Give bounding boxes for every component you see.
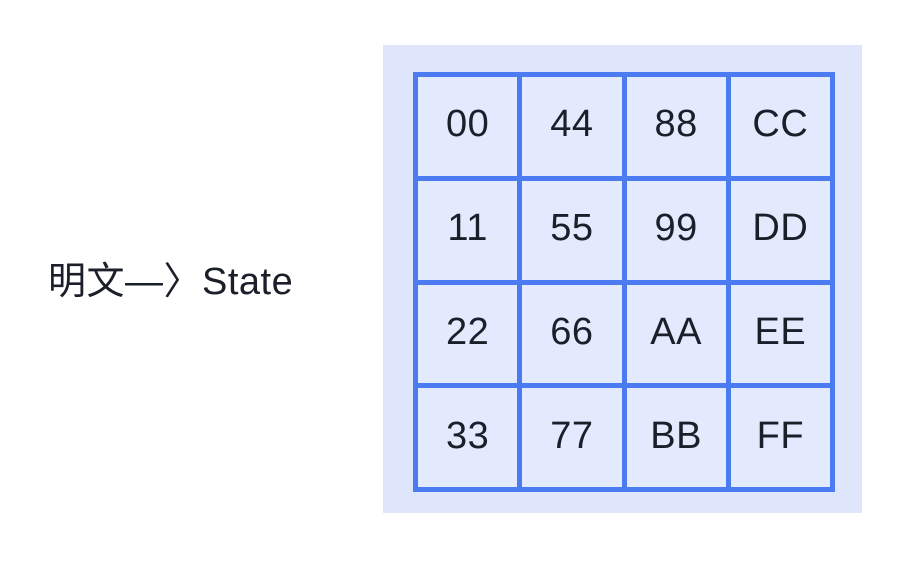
state-cell-r1c0: 11 (418, 180, 518, 280)
state-cell-r2c3: EE (730, 284, 830, 384)
state-cell-r2c0: 22 (418, 284, 518, 384)
state-cell-r1c2: 99 (626, 180, 726, 280)
state-cell-r3c1: 77 (522, 388, 622, 487)
state-cell-r3c2: BB (626, 388, 726, 487)
state-cell-r0c0: 00 (418, 77, 518, 176)
state-cell-r0c3: CC (730, 77, 830, 176)
state-cell-r3c0: 33 (418, 388, 518, 487)
state-cell-r0c1: 44 (522, 77, 622, 176)
plaintext-to-state-caption: 明文—〉State (48, 261, 294, 303)
state-matrix-grid: 00 44 88 CC 11 55 99 DD 22 66 AA EE 33 7… (413, 72, 835, 492)
state-cell-r3c3: FF (730, 388, 830, 487)
state-cell-r1c3: DD (730, 180, 830, 280)
state-matrix-panel: 00 44 88 CC 11 55 99 DD 22 66 AA EE 33 7… (383, 45, 862, 513)
state-cell-r2c1: 66 (522, 284, 622, 384)
state-cell-r0c2: 88 (626, 77, 726, 176)
state-cell-r1c1: 55 (522, 180, 622, 280)
state-cell-r2c2: AA (626, 284, 726, 384)
